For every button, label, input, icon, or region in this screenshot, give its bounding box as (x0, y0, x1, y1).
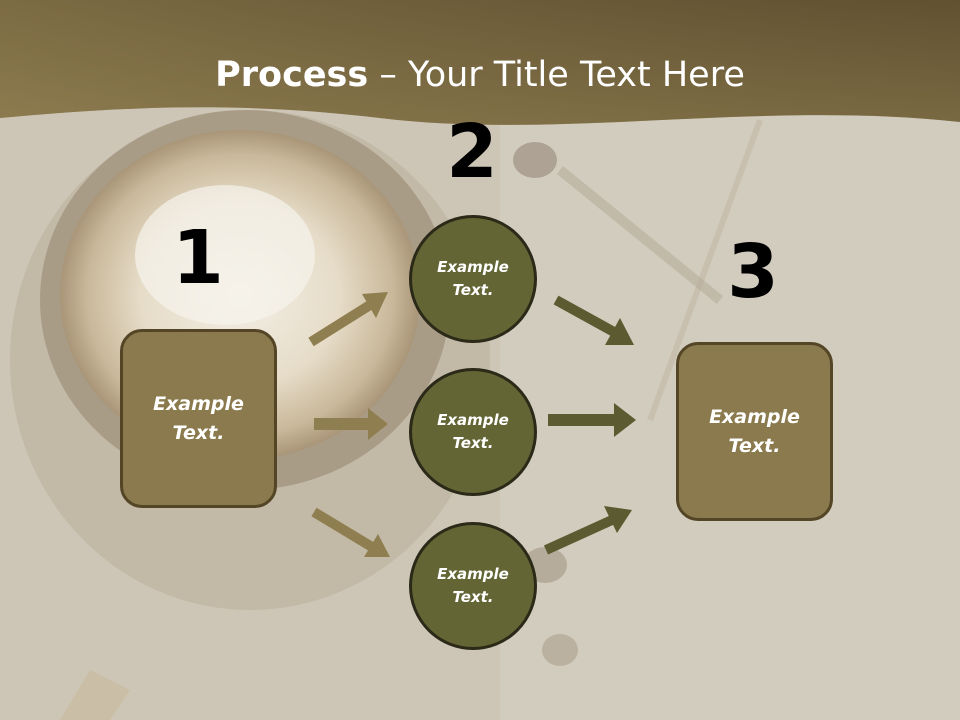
circle-bottom: Example Text. (409, 522, 537, 650)
circle-middle-text: Example Text. (437, 411, 509, 452)
step-number-2: 2 (446, 109, 498, 195)
arrow-right-left (314, 408, 388, 440)
circle-bottom-text: Example Text. (437, 565, 509, 606)
arrow-down-right-right (553, 295, 634, 345)
circle-middle: Example Text. (409, 368, 537, 496)
arrow-down-right-left (311, 507, 390, 557)
circle-top: Example Text. (409, 215, 537, 343)
title-strong: Process (215, 55, 369, 95)
step-number-1: 1 (172, 215, 224, 301)
arrow-up-right-left (308, 292, 388, 347)
step-number-3: 3 (727, 229, 779, 315)
arrow-up-right-right (543, 506, 632, 555)
title-rest: – Your Title Text Here (368, 55, 745, 95)
circle-top-text: Example Text. (437, 258, 509, 299)
left-box-text: Example Text. (153, 392, 244, 444)
slide-title: Process – Your Title Text Here (0, 52, 960, 98)
right-box-text: Example Text. (709, 405, 800, 457)
left-box: Example Text. (120, 329, 277, 508)
arrow-right-right (548, 403, 636, 437)
right-box: Example Text. (676, 342, 833, 521)
